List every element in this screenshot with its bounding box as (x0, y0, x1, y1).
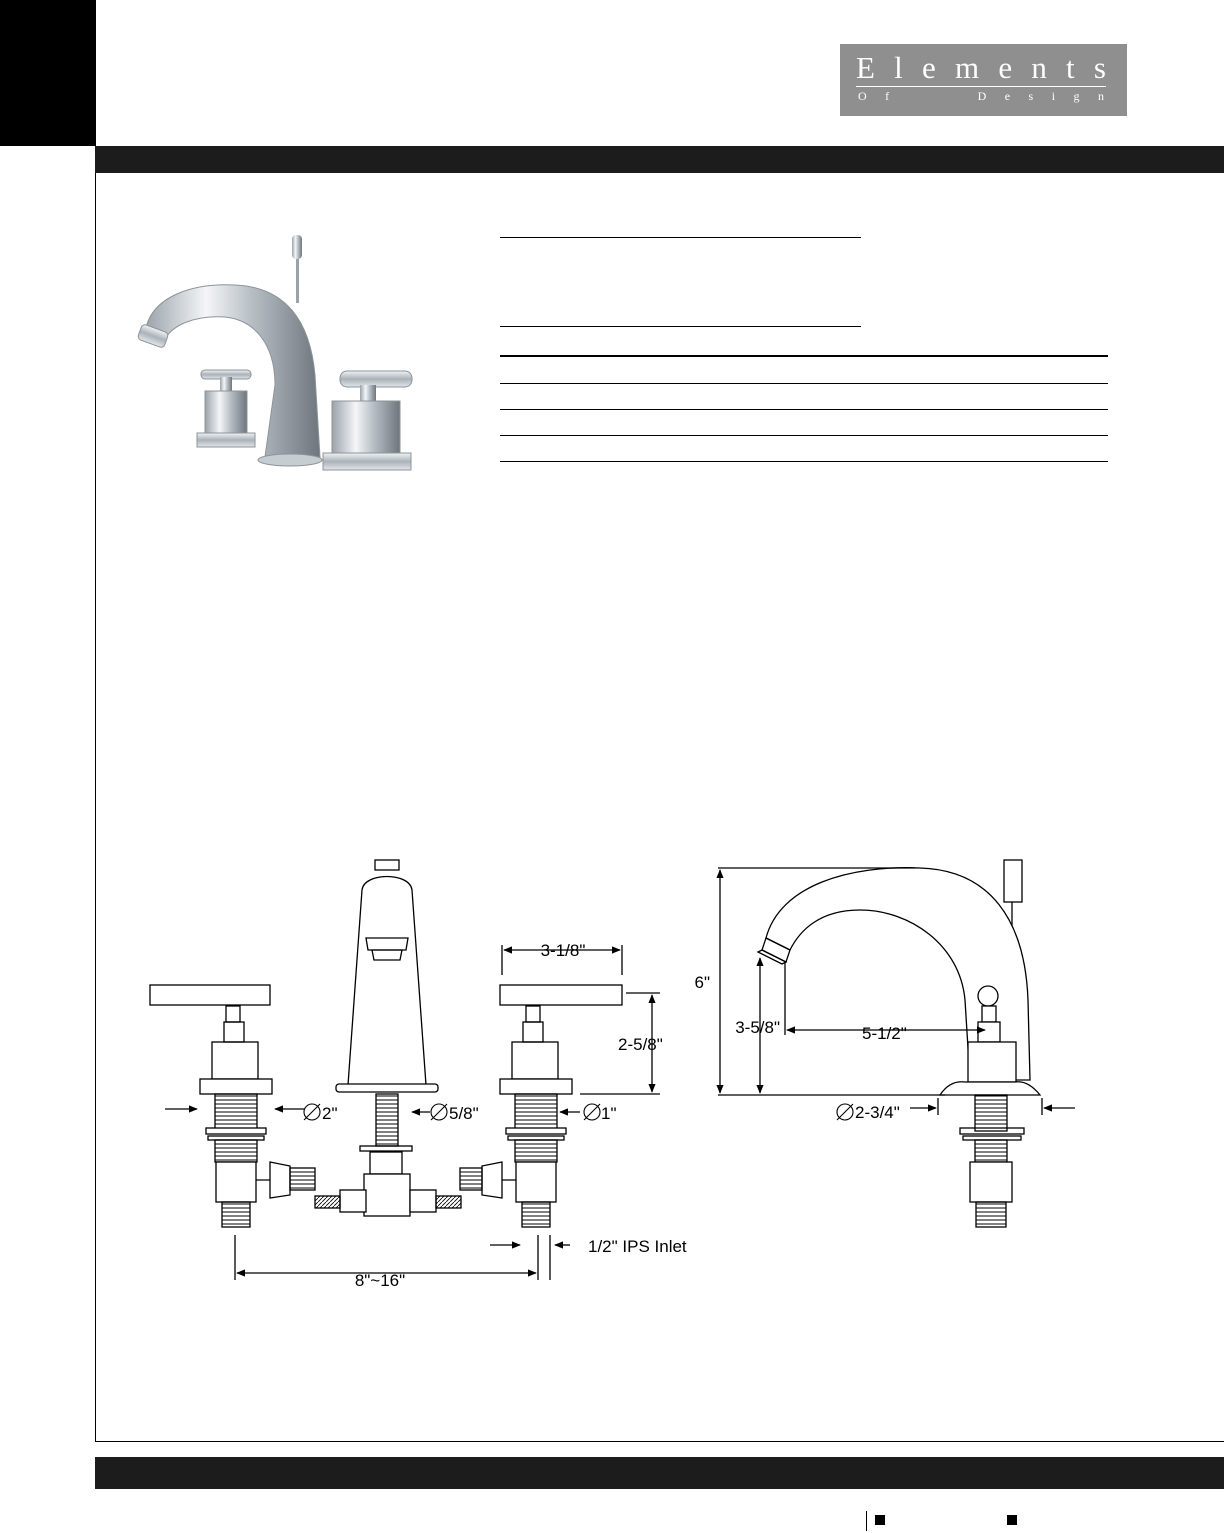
dim-spout-shank: 5/8" (449, 1104, 479, 1123)
left-valve (149, 984, 316, 1228)
spout-front (314, 859, 462, 1217)
dim-valve-shank: 1" (601, 1104, 617, 1123)
dim-spread: 8"~16" (355, 1271, 405, 1290)
side-dimensions (716, 867, 1075, 1115)
header-band (95, 146, 1224, 173)
footer-divider (866, 1511, 867, 1531)
dim-inlet: 1/2" IPS Inlet (588, 1237, 687, 1256)
left-margin-rule (95, 0, 96, 1442)
dim-base-dia: 2" (322, 1104, 338, 1123)
bottom-rule (95, 1441, 1224, 1442)
spec-table-row-rule (500, 435, 1108, 436)
dim-side-base-dia: 2-3/4" (855, 1103, 900, 1122)
dim-spout-clearance: 3-5/8" (735, 1018, 780, 1037)
title-rule-top (500, 237, 861, 238)
spec-table-header-rule (500, 355, 1108, 357)
footer-bullet (875, 1515, 885, 1525)
logo-divider (856, 86, 1106, 87)
spec-table-row-rule (500, 383, 1108, 384)
dim-handle-height: 2-5/8" (618, 1035, 663, 1054)
footer-bullet (1007, 1515, 1017, 1525)
footer-band (95, 1457, 1224, 1489)
spec-table-row-rule (500, 461, 1108, 462)
corner-tab (0, 0, 95, 146)
dimension-drawing: 3-1/8" 2-5/8" 2" 5/8" 1" 1/2" IPS Inlet … (149, 859, 1075, 1290)
side-view (756, 859, 1042, 1228)
spec-table-row-rule (500, 409, 1108, 410)
right-valve (459, 984, 623, 1228)
dim-overall-height: 6" (695, 973, 711, 992)
front-dimensions (165, 945, 660, 1280)
dim-spout-reach: 5-1/2" (862, 1024, 907, 1043)
title-rule-bottom (500, 326, 861, 327)
dim-handle-width: 3-1/8" (541, 941, 586, 960)
brand-logo (840, 44, 1127, 116)
product-photo (137, 235, 413, 471)
